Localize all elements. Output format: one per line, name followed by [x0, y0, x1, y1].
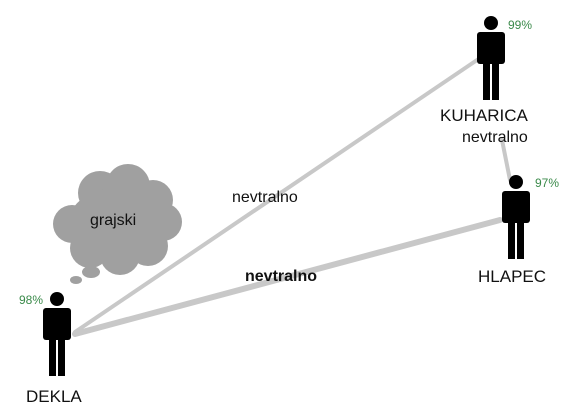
relation-edges [72, 56, 512, 337]
percent-hlapec: 97% [535, 176, 559, 190]
edge-dekla-kuharica [73, 56, 482, 334]
edge-label-dekla-hlapec: nevtralno [245, 268, 317, 285]
person-icon [502, 175, 530, 259]
edge-label-dekla-kuharica: nevtralno [232, 189, 298, 206]
person-icon [477, 16, 505, 100]
percent-kuharica: 99% [508, 18, 532, 32]
thought-bubble: grajski [53, 164, 182, 284]
edge-kuharica-hlapec [500, 138, 512, 182]
person-hlapec[interactable] [502, 175, 530, 259]
name-dekla: DEKLA [26, 387, 82, 406]
percent-dekla: 98% [19, 293, 43, 307]
thought-text: grajski [90, 212, 136, 229]
name-hlapec: HLAPEC [478, 267, 546, 286]
edge-dekla-hlapec [72, 217, 503, 337]
name-kuharica: KUHARICA [440, 106, 529, 125]
person-kuharica[interactable] [477, 16, 505, 100]
person-icon [43, 292, 71, 376]
person-dekla[interactable] [43, 292, 71, 376]
edge-label-kuharica-hlapec: nevtralno [462, 129, 528, 146]
